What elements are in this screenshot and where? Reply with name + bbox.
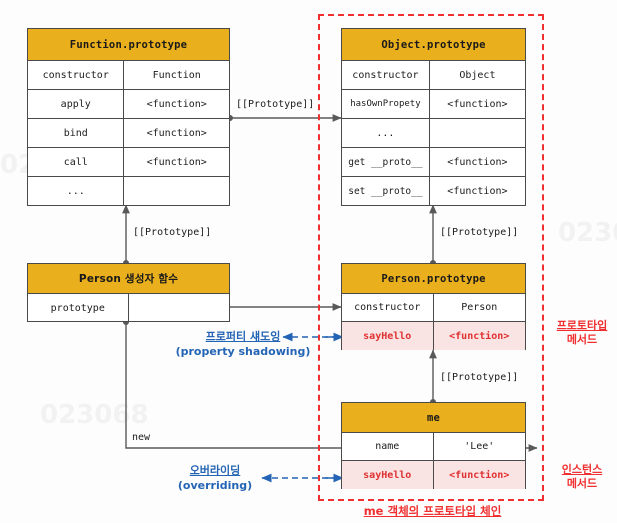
cell-value: <function> (447, 156, 508, 168)
cell-key: ... (342, 119, 430, 147)
cell-key: name (342, 433, 434, 460)
cell-key: ... (28, 177, 125, 206)
table-row: hasOwnPropety <function> (342, 90, 525, 119)
label-instance-method-line1: 인스턴스 (561, 463, 603, 476)
table-title-function-prototype: Function.prototype (28, 29, 229, 61)
annotation-overriding-kr: 오버라이딩 (189, 464, 241, 477)
cell-value (129, 294, 230, 322)
table-title-person-constructor: Person 생성자 함수 (28, 264, 229, 294)
link-label-new: new (132, 432, 151, 443)
cell-value: <function> (447, 186, 508, 197)
cell-value: <function> (146, 156, 207, 168)
cell-value: 'Lee' (464, 441, 495, 452)
table-person-prototype: Person.prototype constructor Person sayH… (341, 263, 526, 350)
cell-value: <function> (146, 127, 207, 139)
table-title-person-prototype: Person.prototype (342, 264, 525, 294)
table-title-object-prototype: Object.prototype (342, 29, 525, 61)
cell-key: bind (28, 119, 125, 147)
label-instance-method: 인스턴스 메서드 (549, 463, 615, 491)
cell-key: prototype (28, 294, 129, 322)
table-row: bind <function> (28, 119, 229, 148)
table-row: constructor Function (28, 61, 229, 90)
cell-key: set __proto__ (342, 177, 430, 206)
cell-value: <function> (146, 98, 207, 110)
cell-key: sayHello (342, 461, 434, 489)
annotation-property-shadowing: 프로퍼티 섀도잉 (property shadowing) (158, 330, 328, 359)
annotation-property-shadowing-kr: 프로퍼티 섀도잉 (205, 330, 281, 343)
table-row: ... (28, 177, 229, 206)
cell-key: apply (28, 90, 125, 118)
label-instance-method-line2: 메서드 (566, 477, 598, 490)
annotation-overriding-en: (overriding) (177, 478, 253, 492)
table-me-object: me name 'Lee' sayHello <function> (341, 402, 526, 489)
table-row: constructor Person (342, 294, 525, 322)
cell-value: Object (459, 69, 496, 81)
label-prototype-method-line1: 프로토타입 (556, 319, 608, 332)
table-row: constructor Object (342, 61, 525, 90)
cell-value: <function> (447, 98, 508, 110)
cell-value (430, 119, 525, 147)
label-prototype-method-line2: 메서드 (566, 333, 598, 346)
cell-key: constructor (342, 61, 430, 89)
prototype-chain-region (318, 14, 544, 501)
cell-value: <function> (449, 330, 510, 342)
cell-key: get __proto__ (342, 148, 430, 176)
watermark: 023068 (558, 218, 617, 248)
link-label-personproto-to-objectproto: [[Prototype]] (440, 227, 519, 238)
link-label-person-to-function-prototype: [[Prototype]] (133, 227, 212, 238)
table-row-highlighted: sayHello <function> (342, 461, 525, 489)
cell-key: call (28, 148, 125, 176)
table-row: name 'Lee' (342, 433, 525, 461)
watermark: 023068 (40, 400, 149, 430)
cell-key: sayHello (342, 322, 434, 350)
annotation-overriding: 오버라이딩 (overriding) (160, 464, 270, 493)
chain-caption: me 객체의 프로토타입 체인 (363, 504, 502, 518)
table-row: prototype (28, 294, 229, 322)
table-object-prototype: Object.prototype constructor Object hasO… (341, 28, 526, 206)
table-function-prototype: Function.prototype constructor Function … (27, 28, 230, 206)
cell-value: <function> (449, 469, 510, 481)
table-row: ... (342, 119, 525, 148)
cell-value: Function (152, 69, 201, 81)
table-row-highlighted: sayHello <function> (342, 322, 525, 350)
cell-key: constructor (342, 294, 434, 321)
link-label-me-to-personproto: [[Prototype]] (440, 372, 519, 383)
table-title-me-object: me (342, 403, 525, 433)
label-prototype-method: 프로토타입 메서드 (549, 319, 615, 347)
table-row: call <function> (28, 148, 229, 177)
cell-value: Person (461, 302, 498, 313)
table-row: apply <function> (28, 90, 229, 119)
table-row: get __proto__ <function> (342, 148, 525, 177)
cell-key: constructor (28, 61, 125, 89)
annotation-property-shadowing-en: (property shadowing) (175, 344, 311, 358)
cell-key: hasOwnPropety (342, 90, 430, 118)
table-person-constructor: Person 생성자 함수 prototype (27, 263, 230, 322)
table-row: set __proto__ <function> (342, 177, 525, 206)
cell-value (124, 177, 229, 206)
link-label-function-to-object: [[Prototype]] (236, 99, 315, 110)
